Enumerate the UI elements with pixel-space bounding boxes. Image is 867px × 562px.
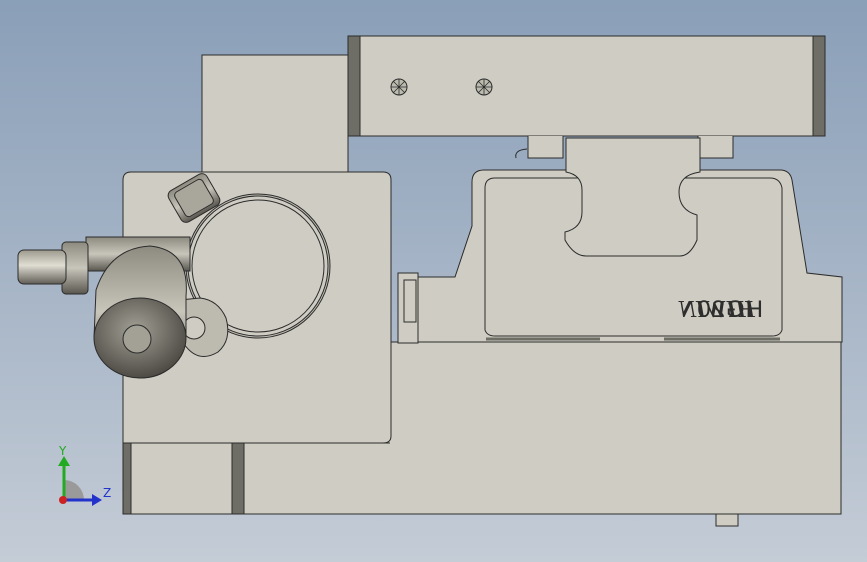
hex-fitting xyxy=(167,173,221,223)
cap-bolt-icon xyxy=(122,324,152,354)
guide-rail-profile xyxy=(564,137,701,257)
top-rail-left-chamfer xyxy=(347,35,361,137)
base-left-chamfer xyxy=(122,442,132,515)
triad-y-arrow-icon xyxy=(58,456,70,466)
triad-z-label: Z xyxy=(103,486,111,500)
top-rail-block xyxy=(347,35,826,137)
base-slot-left xyxy=(231,442,245,515)
triad-x-origin-icon xyxy=(59,496,67,504)
triad-arc xyxy=(64,480,84,500)
rail-groove xyxy=(515,148,528,159)
triad-z-arrow-icon xyxy=(92,494,102,506)
screw-hole-icon xyxy=(475,78,493,96)
top-rail-right-chamfer xyxy=(812,35,826,137)
orientation-triad[interactable]: Y Z xyxy=(58,444,111,506)
spacer-block-inner xyxy=(403,279,417,323)
triad-y-label: Y xyxy=(58,444,67,458)
carriage-model-label: HG20 xyxy=(696,296,763,323)
assembly: HG20 HIWIN xyxy=(17,35,843,527)
carriage-brand-label: HIWIN xyxy=(677,297,756,323)
carriage-face xyxy=(484,177,783,337)
cylinder-inner-ring xyxy=(191,199,325,333)
valve-nozzle xyxy=(17,249,67,285)
base-plate-foot xyxy=(715,513,739,527)
screw-hole-icon xyxy=(390,78,408,96)
back-plate xyxy=(201,54,349,173)
